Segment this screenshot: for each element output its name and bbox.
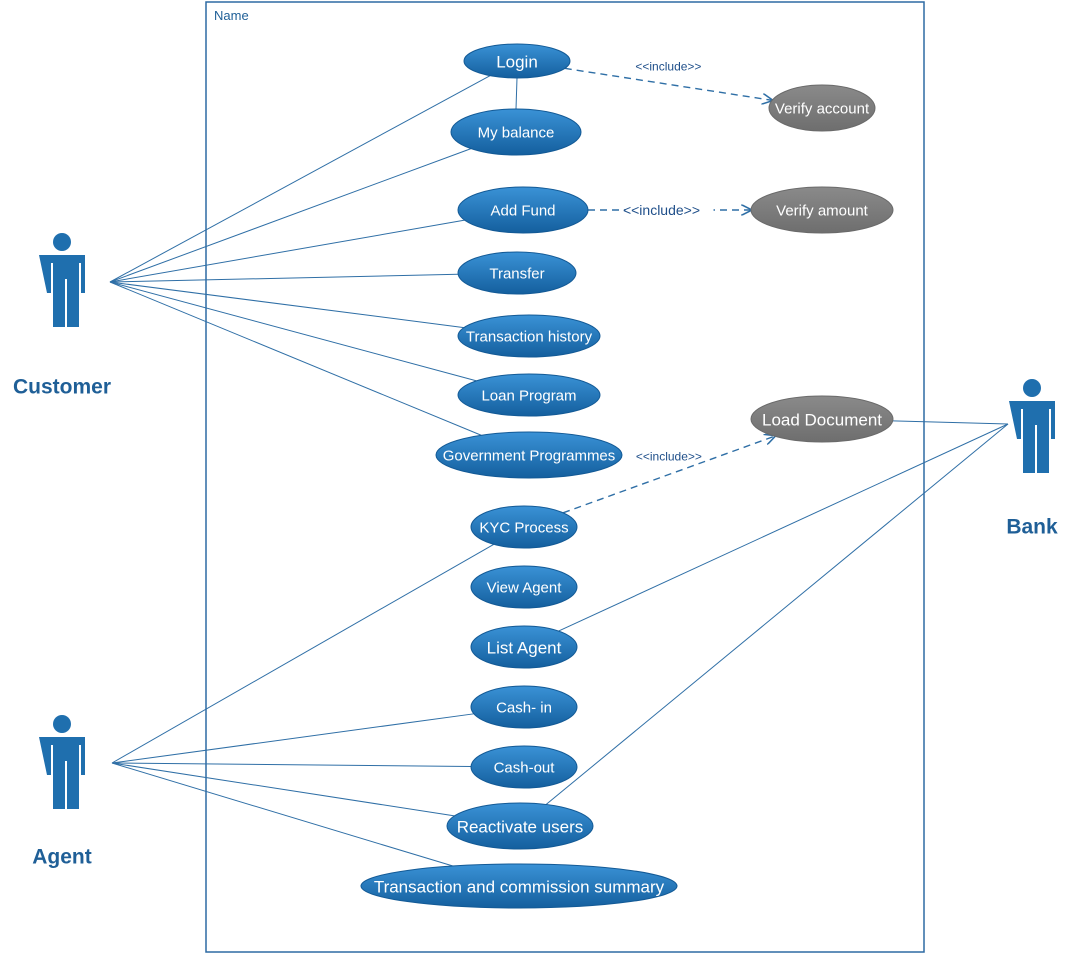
use-case-label: Transfer [489,266,544,283]
use-case-view_agent[interactable]: View Agent [470,565,578,609]
use-case-government_programmes[interactable]: Government Programmes [435,431,623,479]
use-case-label: Verify account [775,101,870,118]
association-agent-kyc_process [111,543,495,764]
association-customer-add_fund [109,219,465,283]
use-case-shape [470,745,578,789]
use-case-verify_account[interactable]: Verify account [768,84,876,132]
use-case-shape [457,373,601,417]
use-case-kyc_process[interactable]: KYC Process [470,505,578,549]
include-label-kyc_process: <<include>> [636,449,702,463]
use-case-cash_out[interactable]: Cash-out [470,745,578,789]
actor-label: Agent [32,846,92,869]
use-case-transaction_history[interactable]: Transaction history [457,314,601,358]
association-customer-loan_program [109,281,477,382]
use-case-label: Add Fund [490,203,555,220]
system-name: Name [214,8,249,23]
use-case-cash_in[interactable]: Cash- in [470,685,578,729]
use-case-add_fund[interactable]: Add Fund [457,186,589,234]
use-case-shape [470,565,578,609]
include-arrow-login-verify_account [564,67,772,100]
association-customer-government_programmes [109,281,482,436]
use-case-label: KYC Process [479,520,568,537]
use-case-label: Government Programmes [443,448,616,465]
use-case-load_document[interactable]: Load Document [750,395,894,443]
actor-label: Bank [1006,516,1058,539]
association-customer-transfer [109,273,459,283]
link-login-my_balance [515,77,518,110]
use-case-loan_program[interactable]: Loan Program [457,373,601,417]
use-case-shape [457,251,577,295]
actor-customer[interactable]: Customer [13,233,111,399]
use-case-shape [360,863,678,909]
actor-head [1023,379,1041,397]
use-case-reactivate_users[interactable]: Reactivate users [446,802,594,850]
use-case-label: My balance [478,125,555,142]
use-case-label: Transaction and commission summary [374,878,665,897]
use-case-label: View Agent [487,580,563,597]
association-bank-list_agent [558,423,1009,632]
use-case-shape [457,186,589,234]
use-case-login[interactable]: Login [463,43,571,79]
actor-body-icon [39,737,85,809]
use-case-shape [463,43,571,79]
use-case-shape [446,802,594,850]
actor-head [53,715,71,733]
use-case-label: List Agent [487,639,562,658]
use-case-list_agent[interactable]: List Agent [470,625,578,669]
association-lines [109,75,1009,867]
association-customer-login [109,75,491,283]
actor-label: Customer [13,376,111,399]
actor-head [53,233,71,251]
use-case-label: Load Document [762,411,882,430]
association-bank-reactivate_users [545,423,1009,805]
actor-body-icon [39,255,85,327]
use-case-verify_amount[interactable]: Verify amount [750,186,894,234]
association-agent-transaction_commission_summary [111,762,454,867]
use-case-shape [470,625,578,669]
include-relationships: <<include>> <<include>> <<include>> [562,59,775,514]
use-case-transaction_commission_summary[interactable]: Transaction and commission summary [360,863,678,909]
include-label-backing [625,202,714,218]
use-case-label: Cash-out [494,760,556,777]
association-agent-cash_out [111,762,472,767]
use-case-shape [450,108,582,156]
system-boundary [205,1,925,953]
use-case-my_balance[interactable]: My balance [450,108,582,156]
use-case-label: Reactivate users [457,818,584,837]
association-agent-cash_in [111,713,474,764]
use-case-shape [470,685,578,729]
include-label-add_fund: <<include>> [623,202,700,218]
use-case-shape [750,395,894,443]
association-customer-transaction_history [109,281,464,329]
use-case-label: Login [496,53,538,72]
use-case-label: Transaction history [466,329,593,346]
association-customer-my_balance [109,148,472,283]
association-bank-load_document [892,420,1009,425]
use-case-shape [457,314,601,358]
include-label-login: <<include>> [635,59,701,73]
use-case-label: Verify amount [776,203,869,220]
use-case-label: Loan Program [481,388,576,405]
use-case-shape [470,505,578,549]
association-agent-reactivate_users [111,762,455,817]
use-case-label: Cash- in [496,700,552,717]
actor-body-icon [1009,401,1055,473]
use-case-shape [435,431,623,479]
use-case-transfer[interactable]: Transfer [457,251,577,295]
use-case-shape [768,84,876,132]
actor-bank[interactable]: Bank [1006,379,1058,539]
actor-agent[interactable]: Agent [32,715,92,869]
include-arrow-kyc_process-load_document [562,436,775,514]
use-case-shape [750,186,894,234]
